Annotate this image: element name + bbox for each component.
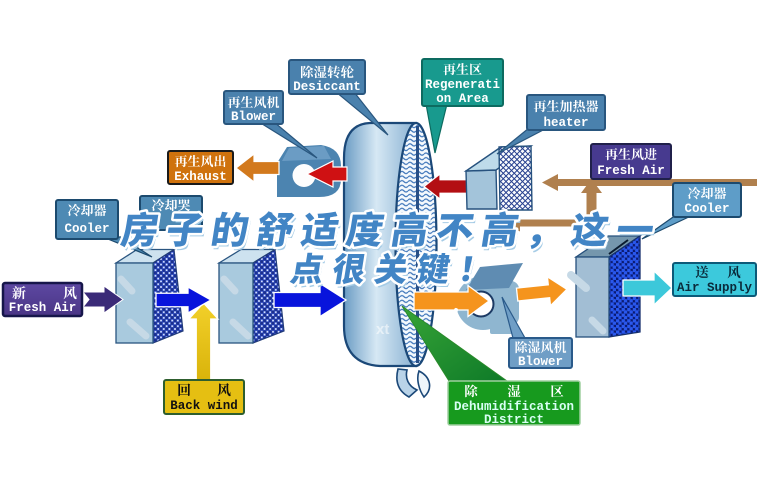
- svg-text:Cooler: Cooler: [64, 222, 109, 236]
- svg-text:Back wind: Back wind: [170, 399, 238, 413]
- svg-text:Blower: Blower: [231, 110, 276, 124]
- svg-text:Blower: Blower: [518, 355, 563, 369]
- svg-text:Fresh Air: Fresh Air: [597, 164, 665, 178]
- svg-text:District: District: [484, 413, 544, 427]
- svg-text:Desiccant: Desiccant: [293, 80, 361, 94]
- svg-text:xt: xt: [376, 321, 389, 338]
- svg-text:Fresh Air: Fresh Air: [9, 301, 77, 315]
- svg-text:Air Supply: Air Supply: [677, 281, 753, 295]
- svg-text:Exhaust: Exhaust: [174, 170, 227, 184]
- svg-text:Dehumidification: Dehumidification: [454, 400, 574, 414]
- svg-text:heater: heater: [543, 116, 588, 130]
- svg-text:Regenerati: Regenerati: [425, 78, 500, 92]
- svg-text:on Area: on Area: [436, 92, 489, 106]
- svg-text:Cooler: Cooler: [684, 202, 729, 216]
